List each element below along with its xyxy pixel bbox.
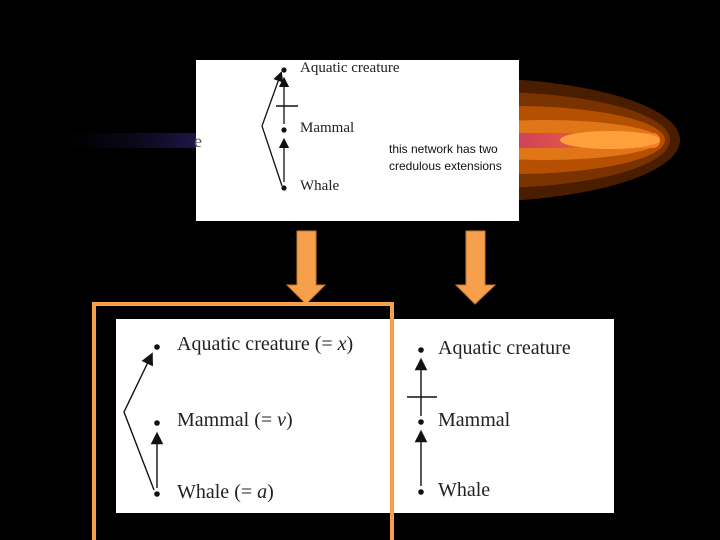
network-note-line2: credulous extensions: [389, 159, 502, 173]
down-arrow-right: [454, 230, 497, 305]
left-node-aquatic: Aquatic creature (= x): [177, 333, 354, 355]
left-node-whale: Whale (= a): [177, 481, 274, 503]
top-node-aquatic: Aquatic creature: [300, 60, 400, 76]
top-node-whale: Whale: [300, 178, 340, 194]
right-node-mammal: Mammal: [438, 409, 511, 431]
node-dot: [154, 491, 160, 497]
extensions-panel: [116, 319, 614, 513]
left-node-mammal: Mammal (= v): [177, 409, 293, 431]
node-dot: [418, 347, 424, 353]
top-network-panel: [196, 60, 519, 221]
node-dot: [418, 419, 424, 425]
highlight-box: [92, 302, 394, 540]
bg-text-fragment: e: [194, 131, 202, 151]
top-node-mammal: Mammal: [300, 120, 355, 136]
node-dot: [281, 127, 287, 133]
node-dot: [418, 489, 424, 495]
network-note-line1: this network has two: [389, 142, 498, 156]
node-dot: [281, 185, 287, 191]
node-dot: [154, 420, 160, 426]
node-dot: [154, 344, 160, 350]
down-arrow-left: [285, 230, 327, 305]
right-node-whale: Whale: [438, 479, 491, 501]
right-node-aquatic: Aquatic creature: [438, 337, 571, 359]
